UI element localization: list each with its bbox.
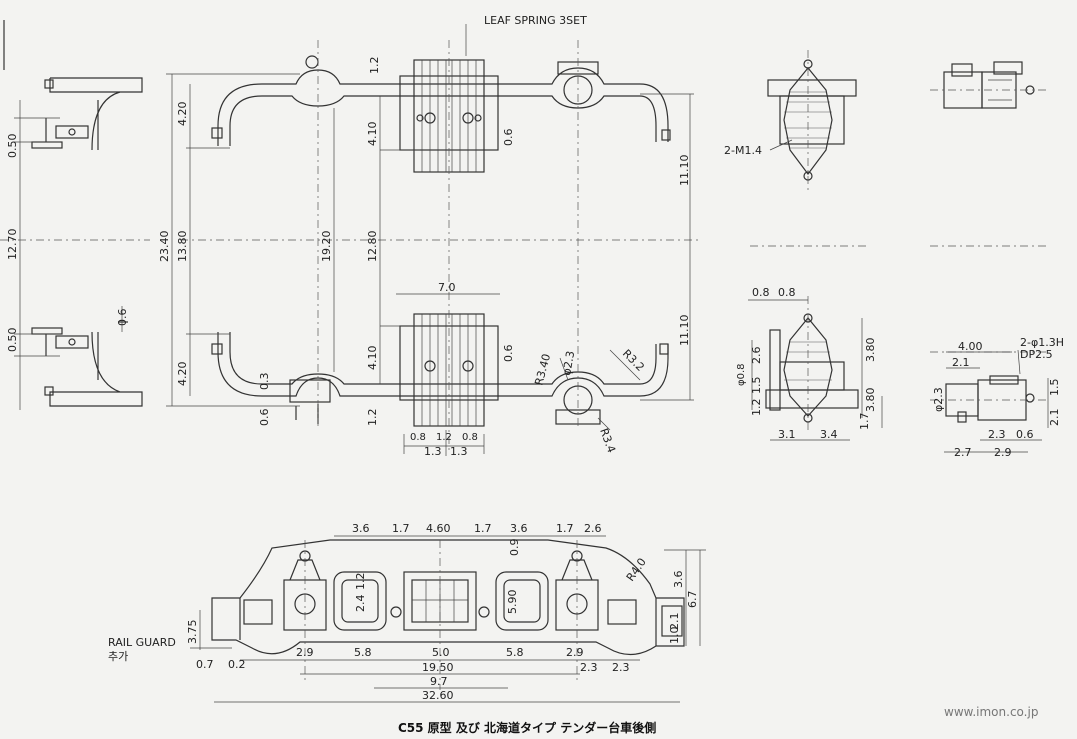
dim-2-1-top: 2.1: [952, 356, 970, 369]
dim-0-6-frame: 0.6: [258, 409, 271, 427]
dim-e-5-8-a: 5.8: [354, 646, 372, 659]
dim-12-70: 12.70: [6, 229, 19, 261]
dim-e-0-7: 0.7: [196, 658, 214, 671]
dim-4-10-bottom: 4.10: [366, 346, 379, 371]
dim-0-6-spring-bottom: 0.6: [502, 345, 515, 363]
dim-e-5-90: 5.90: [506, 590, 519, 615]
dim-e-2-6: 2.6: [584, 522, 602, 535]
dim-23-40: 23.40: [158, 231, 171, 263]
watermark: www.imon.co.jp: [944, 705, 1038, 719]
dim-1-5: 1.5: [750, 377, 763, 395]
main-plan-view: LEAF SPRING 3SET 1.2 23.40 4.20 13.80 4.…: [158, 14, 700, 458]
dim-11-10-bottom: 11.10: [678, 315, 691, 347]
dim-4-20-bottom: 4.20: [176, 362, 189, 387]
dim-0-8-right: 0.8: [462, 432, 478, 443]
dim-e-2-3-a: 2.3: [580, 661, 598, 674]
dim-1-3-left: 1.3: [424, 445, 442, 458]
drawing-title: C55 原型 及び 北海道タイプ テンダー台車後側: [398, 720, 656, 735]
dim-0-6-left: 0.6: [116, 309, 129, 327]
dim-2-3-detail: 2.3: [988, 428, 1006, 441]
dim-12-80: 12.80: [366, 231, 379, 263]
callout-rail-guard: RAIL GUARD: [108, 636, 176, 649]
dim-e-3-75: 3.75: [186, 620, 199, 645]
section-bottom-right: 0.8 0.8 2.6 1.5 φ0.8 1.2 3.80 3.80 1.7 3…: [736, 286, 883, 441]
dim-2-7-detail: 2.7: [954, 446, 972, 459]
dim-e-0-9: 0.9: [508, 539, 521, 557]
dim-3-4: 3.4: [820, 428, 838, 441]
dim-19-20: 19.20: [320, 231, 333, 263]
dim-e-9-7: 9.7: [430, 675, 448, 688]
dim-4-20-top: 4.20: [176, 102, 189, 127]
side-frame-view: 3.6 1.7 4.60 1.7 3.6 1.7 2.6 0.9 R4.0 3.…: [108, 522, 706, 703]
dim-phi2-3-detail: φ2.3: [932, 387, 945, 412]
dim-1-7: 1.7: [858, 413, 871, 431]
callout-leaf-spring: LEAF SPRING 3SET: [484, 14, 587, 27]
dim-0-50-bottom: 0.50: [6, 328, 19, 353]
dim-e-5-8-b: 5.8: [506, 646, 524, 659]
dim-11-10-top: 11.10: [678, 155, 691, 187]
dim-e-4-60: 4.60: [426, 522, 451, 535]
dim-1-2-center: 1.2: [436, 432, 452, 443]
dim-e-3-6-a: 3.6: [352, 522, 370, 535]
dim-e-1-7-b: 1.7: [474, 522, 492, 535]
dim-0-6-spring-top: 0.6: [502, 129, 515, 147]
dim-3-1: 3.1: [778, 428, 796, 441]
dim-e-1-7-c: 1.7: [556, 522, 574, 535]
dim-2-6: 2.6: [750, 347, 763, 365]
dim-0-3: 0.3: [258, 373, 271, 391]
dim-0-6-detail: 0.6: [1016, 428, 1034, 441]
callout-dp: DP2.5: [1020, 348, 1053, 361]
dim-e-2-9-b: 2.9: [566, 646, 584, 659]
dim-phi2-3: φ2.3: [560, 350, 577, 377]
dim-e-1-2: 1.2: [354, 573, 367, 591]
dim-2-9-detail: 2.9: [994, 446, 1012, 459]
dim-1-3-right: 1.3: [450, 445, 468, 458]
callout-rail-guard-jp: 추가: [108, 650, 128, 663]
dim-1-2-top: 1.2: [368, 57, 381, 75]
dim-r3-40: R3.40: [532, 352, 553, 386]
dim-e-19-50: 19.50: [422, 661, 454, 674]
dim-13-80: 13.80: [176, 231, 189, 263]
dim-e-0-2: 0.2: [228, 658, 246, 671]
dim-e-2-4: 2.4: [354, 595, 367, 613]
dim-e-3-6-b: 3.6: [510, 522, 528, 535]
callout-m1-4: 2-M1.4: [724, 144, 762, 157]
dim-phi0-8: φ0.8: [736, 364, 747, 387]
dim-e-3-6-c: 3.6: [672, 571, 685, 589]
dim-4-10-top: 4.10: [366, 122, 379, 147]
dim-e-2-9-a: 2.9: [296, 646, 314, 659]
dim-e-1-0: 1.0: [668, 627, 681, 645]
dim-3-80-bottom: 3.80: [864, 388, 877, 413]
dim-1-2-side: 1.2: [750, 399, 763, 417]
dim-e-2-1: 2.1: [668, 613, 681, 631]
left-side-view: 0.50 12.70 0.50 0.6: [0, 20, 150, 410]
dim-0-8-b: 0.8: [778, 286, 796, 299]
dim-0-50-top: 0.50: [6, 134, 19, 159]
dim-7-0: 7.0: [438, 281, 456, 294]
dim-e-5-0: 5.0: [432, 646, 450, 659]
dim-4-00: 4.00: [958, 340, 983, 353]
detail-top-far-right: [930, 61, 1050, 247]
dim-1-5-detail: 1.5: [1048, 379, 1061, 397]
dim-1-2-bottom: 1.2: [366, 409, 379, 427]
dim-e-6-7: 6.7: [686, 591, 699, 609]
dim-r3-2: R3.2: [620, 347, 647, 374]
dim-e-32-60: 32.60: [422, 689, 454, 702]
dim-e-1-7-a: 1.7: [392, 522, 410, 535]
dim-e-2-3-b: 2.3: [612, 661, 630, 674]
dim-3-80-top: 3.80: [864, 338, 877, 363]
callout-hole: 2-φ1.3H: [1020, 336, 1064, 349]
detail-bottom-far-right: 4.00 2.1 2-φ1.3H DP2.5 φ2.3 1.5 2.1 2.3 …: [930, 336, 1064, 459]
dim-r3-4: R3.4: [597, 427, 618, 455]
section-top-right: 2-M1.4: [724, 50, 870, 247]
dim-0-8-a: 0.8: [752, 286, 770, 299]
dim-0-8-left: 0.8: [410, 432, 426, 443]
dim-2-1-detail: 2.1: [1048, 409, 1061, 427]
